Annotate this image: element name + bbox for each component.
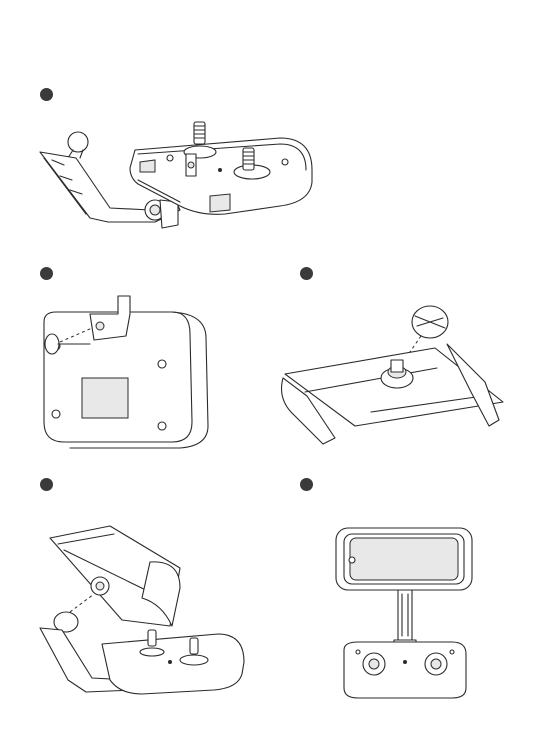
step-4-marker — [40, 478, 53, 491]
step-1-illustration — [30, 110, 320, 250]
step-5-marker — [300, 478, 313, 491]
step-2-marker — [40, 267, 53, 280]
step-2-illustration — [30, 290, 220, 455]
step-5-illustration — [330, 520, 480, 705]
step-4-illustration — [30, 510, 260, 705]
step-3-marker — [300, 267, 313, 280]
step-3-illustration — [275, 300, 510, 450]
step-1-marker — [40, 88, 53, 101]
